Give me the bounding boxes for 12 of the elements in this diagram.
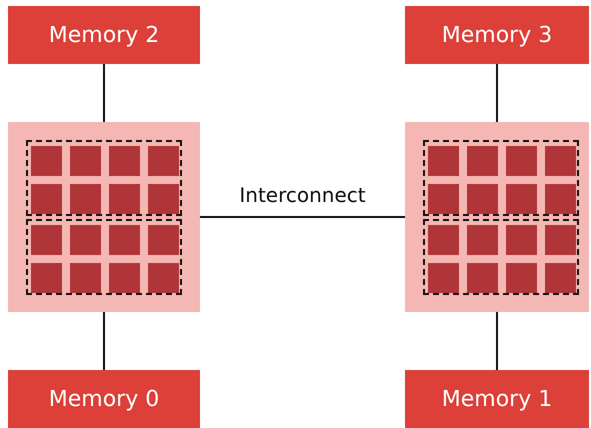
connector-line (200, 216, 405, 218)
edge-label: Interconnect (239, 183, 366, 207)
connector-line (103, 312, 105, 370)
processor-chip (8, 122, 200, 312)
memory-box: Memory 1 (405, 370, 589, 428)
memory-box: Memory 3 (405, 6, 589, 64)
connector-line (496, 64, 498, 122)
processor-chip (405, 122, 589, 312)
connector-line (103, 64, 105, 122)
connector-line (496, 312, 498, 370)
memory-box: Memory 2 (8, 6, 200, 64)
memory-box: Memory 0 (8, 370, 200, 428)
